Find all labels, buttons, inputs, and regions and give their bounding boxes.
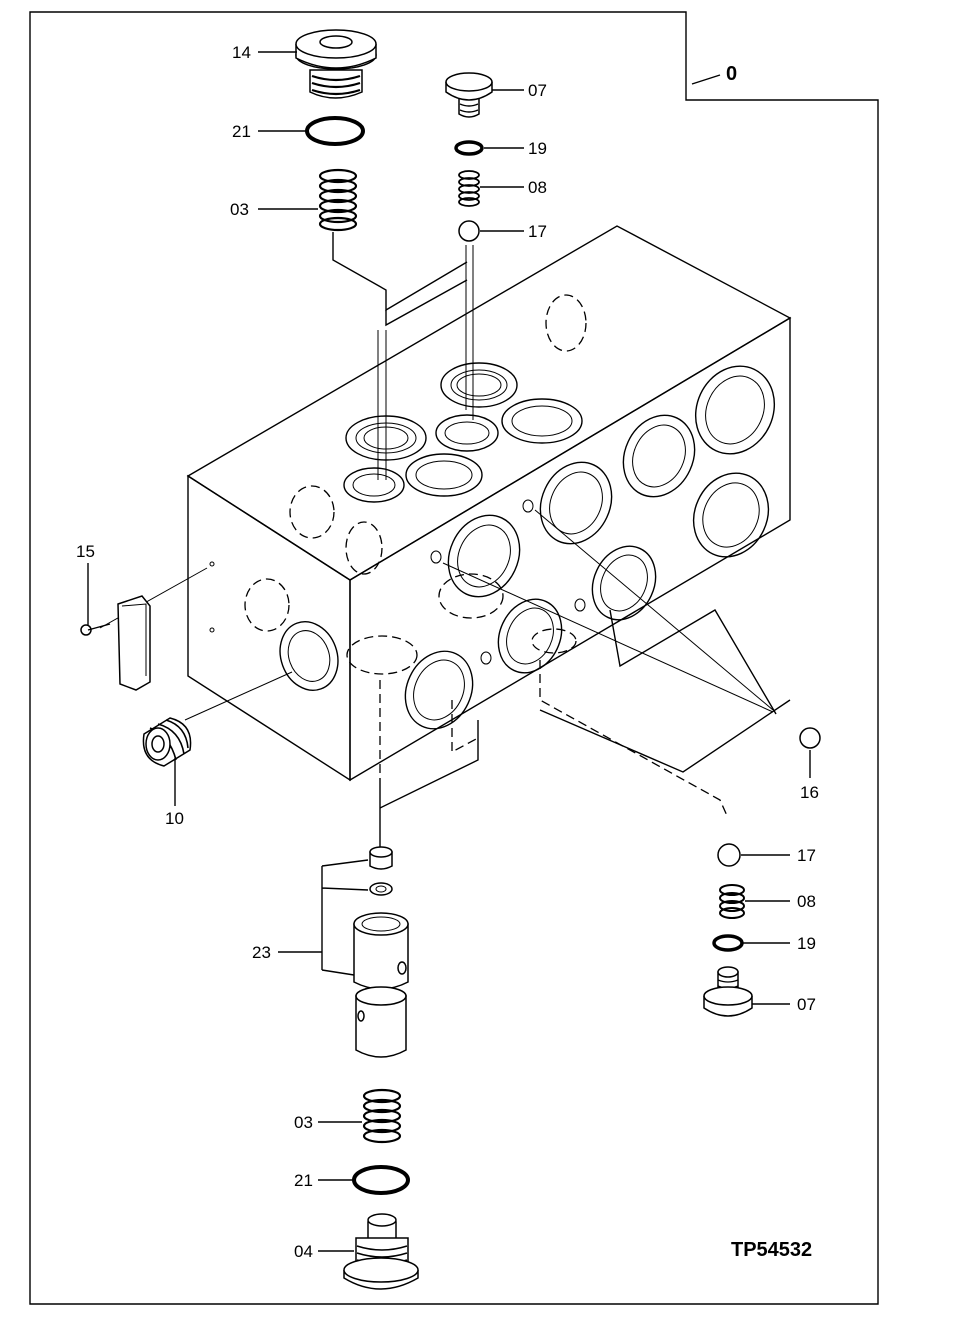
callout-19-right: 19 (797, 934, 816, 953)
part-10-fitting (142, 717, 192, 767)
part-08-spring-top (458, 170, 480, 207)
callout-23: 23 (252, 943, 271, 962)
part-19-o-ring-right (712, 934, 744, 952)
assembly-lines (99, 232, 791, 848)
part-17-ball-right (717, 843, 741, 867)
part-15-cover-plate (80, 595, 151, 691)
part-16-ball (799, 727, 821, 749)
callout-08-right: 08 (797, 892, 816, 911)
callout-07-top: 07 (528, 81, 547, 100)
part-23-spool-assembly (321, 846, 409, 1058)
callout-leaders (87, 51, 811, 1252)
drawing-id-label: TP54532 (731, 1239, 812, 1261)
part-21-o-ring-bottom (352, 1165, 410, 1195)
callout-15: 15 (76, 542, 95, 561)
part-21-o-ring-top (305, 116, 365, 146)
callout-14: 14 (232, 43, 251, 62)
callout-17-right: 17 (797, 846, 816, 865)
callout-19-top: 19 (528, 139, 547, 158)
part-04-plug (343, 1213, 419, 1290)
part-07-plug-top (445, 72, 493, 118)
part-19-o-ring-top (454, 140, 484, 156)
callout-04: 04 (294, 1242, 313, 1261)
callout-21-bottom: 21 (294, 1171, 313, 1190)
part-07-plug-right (703, 966, 753, 1017)
callout-08-top: 08 (528, 178, 547, 197)
callout-10: 10 (165, 809, 184, 828)
part-03-spring-top (318, 168, 358, 232)
callout-03-bottom: 03 (294, 1113, 313, 1132)
part-14-plug (295, 29, 377, 99)
callout-17-top: 17 (528, 222, 547, 241)
callout-03-top: 03 (230, 200, 249, 219)
part-08-spring-right (719, 884, 745, 919)
drawing-frame (29, 11, 879, 1305)
assembly-ref-label: 0 (726, 63, 737, 85)
part-03-spring-bottom (362, 1088, 402, 1144)
valve-body (186, 225, 792, 782)
callout-07-right: 07 (797, 995, 816, 1014)
callout-16: 16 (800, 783, 819, 802)
callout-21-top: 21 (232, 122, 251, 141)
part-17-ball-top (458, 220, 480, 242)
